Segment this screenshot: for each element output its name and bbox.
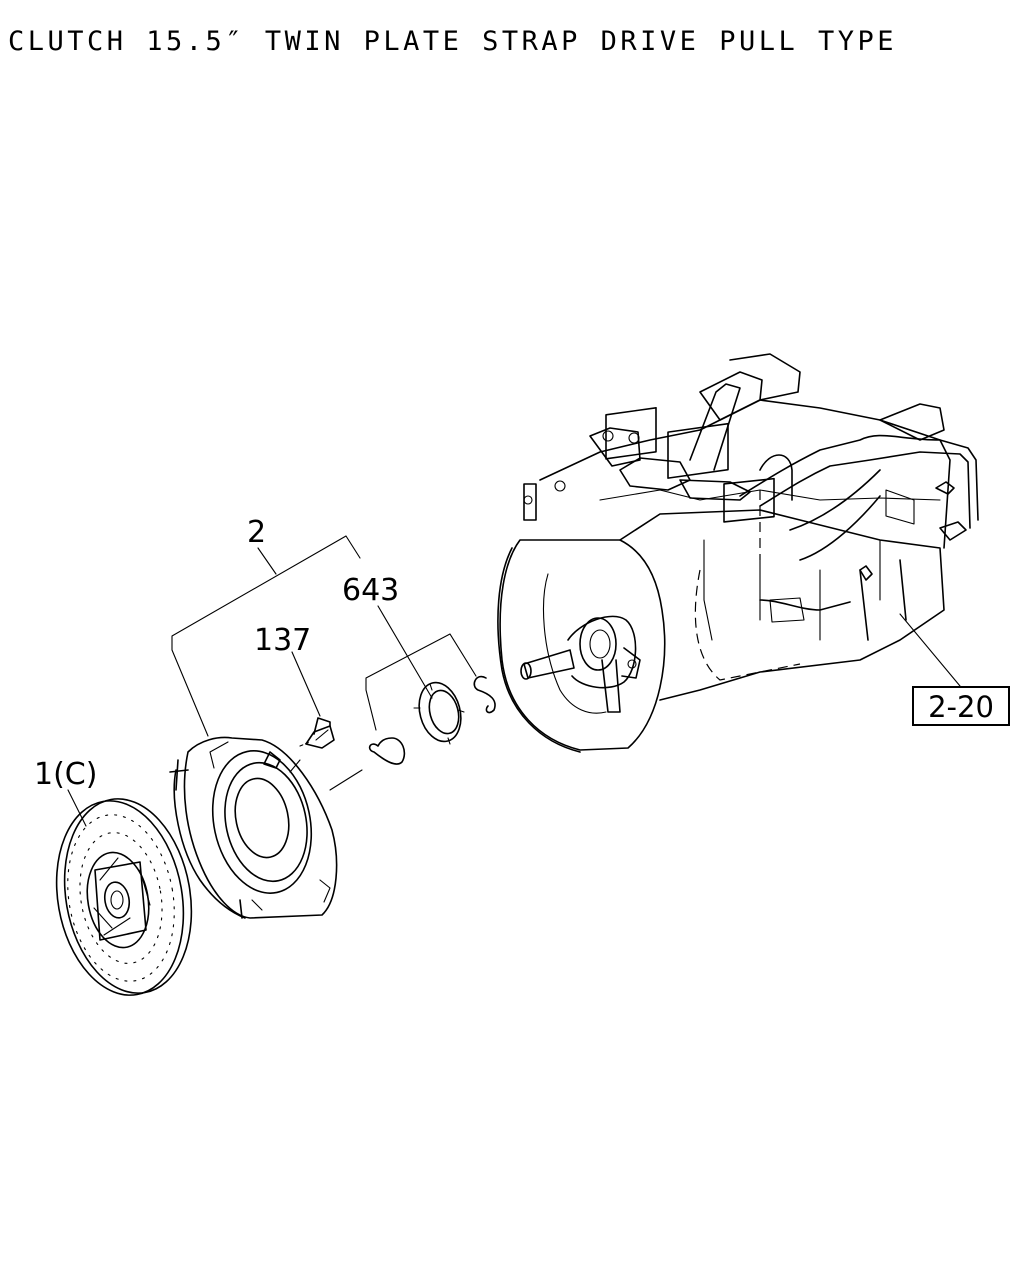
bolt (299, 717, 335, 749)
leader-line-2 (257, 547, 277, 575)
retainer-ring (413, 681, 465, 745)
diagram-title: CLUTCH 15.5″ TWIN PLATE STRAP DRIVE PULL… (8, 26, 897, 57)
leader-bracket-2 (171, 535, 361, 737)
reference-label: 2-20 (928, 690, 994, 724)
reference-box: 2-20 (912, 686, 1010, 726)
leader-line-643 (377, 605, 433, 699)
callout-part-1: 1(C) (34, 757, 97, 792)
leader-line-137 (291, 651, 321, 717)
leader-line-1 (67, 789, 87, 827)
snap-ring-right (473, 675, 496, 714)
snap-ring-left (368, 737, 406, 765)
callout-part-137: 137 (254, 623, 311, 658)
transmission-assembly (497, 353, 979, 753)
leader-line-reference (899, 613, 961, 687)
clutch-disc (55, 798, 193, 996)
alignment-line (329, 769, 363, 791)
callout-part-643: 643 (342, 573, 399, 608)
pressure-plate-cover (169, 736, 338, 919)
leader-bracket-643 (365, 633, 477, 731)
callout-part-2: 2 (247, 515, 266, 550)
